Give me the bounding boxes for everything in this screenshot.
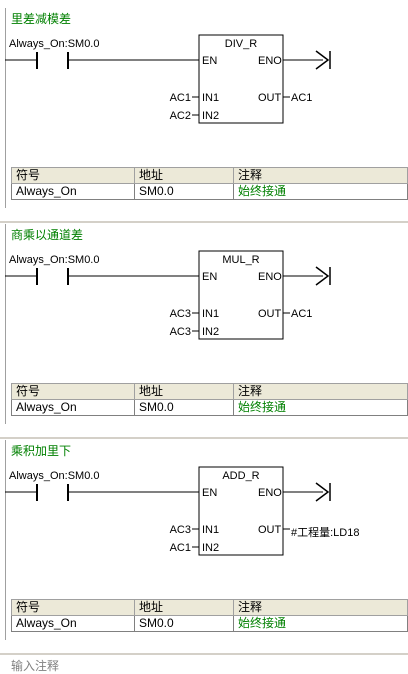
header-address: 地址 <box>134 599 234 616</box>
header-symbol: 符号 <box>11 383 135 400</box>
contact-label: Always_On:SM0.0 <box>9 470 100 482</box>
table-row[interactable]: Always_On SM0.0 始终接通 <box>11 399 408 416</box>
cell-symbol[interactable]: Always_On <box>11 615 135 632</box>
pin-eno: ENO <box>258 55 282 67</box>
pin-eno: ENO <box>258 271 282 283</box>
table-row[interactable]: Always_On SM0.0 始终接通 <box>11 183 408 200</box>
cell-comment[interactable]: 始终接通 <box>233 615 408 632</box>
operand-in1[interactable]: AC3 <box>169 524 191 536</box>
network-separator <box>0 653 408 656</box>
instruction-name[interactable]: MUL_R <box>222 254 260 266</box>
operand-in2[interactable]: AC3 <box>169 326 191 338</box>
pin-in1: IN1 <box>202 92 220 104</box>
header-symbol: 符号 <box>11 599 135 616</box>
operand-out[interactable]: AC1 <box>291 308 313 320</box>
network-title[interactable]: 商乘以通道差 <box>11 228 84 242</box>
instruction-name[interactable]: DIV_R <box>224 38 258 50</box>
network-title[interactable]: 乘积加里下 <box>11 444 72 458</box>
cell-comment[interactable]: 始终接通 <box>233 399 408 416</box>
cell-address[interactable]: SM0.0 <box>134 399 234 416</box>
network-4[interactable]: 输入注释 <box>0 652 408 673</box>
header-symbol: 符号 <box>11 167 135 184</box>
table-row[interactable]: Always_On SM0.0 始终接通 <box>11 615 408 632</box>
pin-en: EN <box>202 55 218 67</box>
network-rail <box>5 224 6 424</box>
network-separator <box>0 437 408 440</box>
network-1[interactable]: 里差减模差 Always_On:SM0.0 DIV_R EN ENO IN1 I… <box>0 8 408 208</box>
ladder-rung <box>5 250 331 340</box>
network-rail <box>5 8 6 208</box>
symbol-table: 符号 地址 注释 Always_On SM0.0 始终接通 <box>11 383 408 416</box>
network-3[interactable]: 乘积加里下 Always_On:SM0.0 ADD_R EN ENO IN1 I… <box>0 440 408 640</box>
pin-out: OUT <box>258 524 282 536</box>
pin-eno: ENO <box>258 487 282 499</box>
pin-in1: IN1 <box>202 524 220 536</box>
header-comment: 注释 <box>233 167 408 184</box>
header-address: 地址 <box>134 167 234 184</box>
header-comment: 注释 <box>233 599 408 616</box>
operand-out[interactable]: AC1 <box>291 92 313 104</box>
network-separator <box>0 221 408 224</box>
table-header-row: 符号 地址 注释 <box>11 167 408 184</box>
cell-symbol[interactable]: Always_On <box>11 399 135 416</box>
pin-en: EN <box>202 271 218 283</box>
pin-in2: IN2 <box>202 542 220 554</box>
pin-out: OUT <box>258 308 282 320</box>
table-header-row: 符号 地址 注释 <box>11 599 408 616</box>
table-header-row: 符号 地址 注释 <box>11 383 408 400</box>
ladder-rung <box>5 34 331 124</box>
instruction-box <box>198 34 284 124</box>
arrow-icon <box>315 482 330 502</box>
operand-in1[interactable]: AC3 <box>169 308 191 320</box>
contact-label: Always_On:SM0.0 <box>9 38 100 50</box>
header-comment: 注释 <box>233 383 408 400</box>
cell-address[interactable]: SM0.0 <box>134 183 234 200</box>
operand-in2[interactable]: AC2 <box>169 110 191 122</box>
pin-out: OUT <box>258 92 282 104</box>
pin-en: EN <box>202 487 218 499</box>
pin-in2: IN2 <box>202 326 220 338</box>
cell-comment[interactable]: 始终接通 <box>233 183 408 200</box>
arrow-icon <box>315 266 330 286</box>
pin-in2: IN2 <box>202 110 220 122</box>
pin-in1: IN1 <box>202 308 220 320</box>
symbol-table: 符号 地址 注释 Always_On SM0.0 始终接通 <box>11 167 408 200</box>
cell-address[interactable]: SM0.0 <box>134 615 234 632</box>
operand-in1[interactable]: AC1 <box>169 92 191 104</box>
instruction-name[interactable]: ADD_R <box>222 470 260 482</box>
comment-placeholder[interactable]: 输入注释 <box>11 659 60 673</box>
contact-label: Always_On:SM0.0 <box>9 254 100 266</box>
network-2[interactable]: 商乘以通道差 Always_On:SM0.0 MUL_R EN ENO IN1 … <box>0 224 408 424</box>
network-rail <box>5 440 6 640</box>
arrow-icon <box>315 50 330 70</box>
symbol-table: 符号 地址 注释 Always_On SM0.0 始终接通 <box>11 599 408 632</box>
network-title[interactable]: 里差减模差 <box>11 12 72 26</box>
ladder-rung <box>5 466 331 556</box>
cell-symbol[interactable]: Always_On <box>11 183 135 200</box>
operand-in2[interactable]: AC1 <box>169 542 191 554</box>
header-address: 地址 <box>134 383 234 400</box>
operand-out[interactable]: #工程量:LD18 <box>291 527 360 539</box>
